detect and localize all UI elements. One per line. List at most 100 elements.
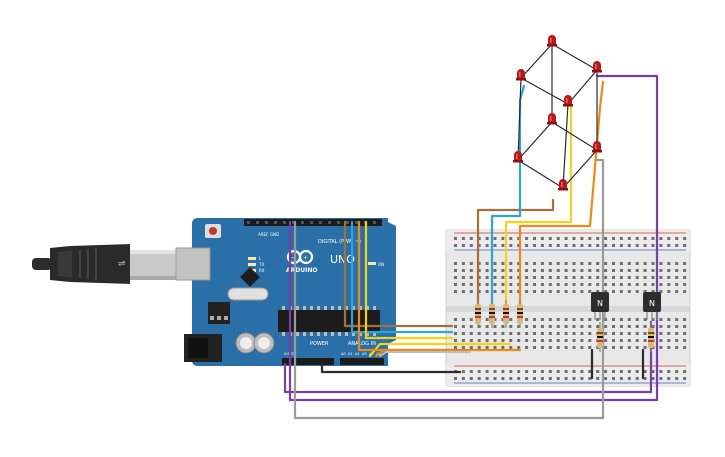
breadboard-hole[interactable] bbox=[612, 325, 615, 328]
wire-yellow[interactable] bbox=[368, 342, 512, 358]
breadboard-hole[interactable] bbox=[659, 237, 663, 240]
breadboard-hole[interactable] bbox=[533, 370, 536, 373]
npn-transistor[interactable]: N bbox=[643, 292, 661, 320]
breadboard-hole[interactable] bbox=[588, 283, 592, 286]
breadboard-hole[interactable] bbox=[517, 370, 521, 373]
breadboard-hole[interactable] bbox=[619, 290, 623, 293]
red-led[interactable] bbox=[547, 113, 557, 125]
breadboard-hole[interactable] bbox=[643, 339, 647, 342]
resistor[interactable] bbox=[517, 300, 523, 328]
breadboard-hole[interactable] bbox=[627, 283, 631, 286]
breadboard-hole[interactable] bbox=[580, 262, 584, 265]
breadboard-hole[interactable] bbox=[509, 318, 513, 321]
breadboard-hole[interactable] bbox=[683, 346, 687, 349]
breadboard-hole[interactable] bbox=[619, 318, 623, 321]
breadboard-hole[interactable] bbox=[572, 318, 576, 321]
breadboard-hole[interactable] bbox=[596, 237, 600, 240]
breadboard-hole[interactable] bbox=[517, 325, 521, 328]
breadboard-hole[interactable] bbox=[643, 237, 647, 240]
breadboard-hole[interactable] bbox=[643, 332, 647, 335]
breadboard-hole[interactable] bbox=[604, 290, 608, 293]
breadboard-hole[interactable] bbox=[533, 377, 536, 380]
breadboard-hole[interactable] bbox=[675, 325, 679, 328]
breadboard-hole[interactable] bbox=[485, 269, 489, 272]
breadboard-hole[interactable] bbox=[683, 262, 687, 265]
breadboard-hole[interactable] bbox=[548, 262, 552, 265]
breadboard-hole[interactable] bbox=[596, 244, 600, 247]
breadboard-hole[interactable] bbox=[548, 346, 552, 349]
breadboard-hole[interactable] bbox=[643, 244, 647, 247]
breadboard-holes[interactable] bbox=[454, 237, 687, 380]
breadboard-hole[interactable] bbox=[627, 269, 631, 272]
breadboard-hole[interactable] bbox=[667, 318, 671, 321]
breadboard-hole[interactable] bbox=[501, 276, 505, 279]
breadboard-hole[interactable] bbox=[548, 283, 552, 286]
breadboard-hole[interactable] bbox=[564, 283, 568, 286]
breadboard-hole[interactable] bbox=[588, 370, 592, 373]
breadboard-hole[interactable] bbox=[454, 283, 457, 286]
red-led[interactable] bbox=[513, 151, 523, 163]
breadboard-hole[interactable] bbox=[580, 332, 584, 335]
breadboard-hole[interactable] bbox=[572, 290, 576, 293]
breadboard-hole[interactable] bbox=[659, 318, 663, 321]
breadboard-hole[interactable] bbox=[675, 262, 679, 265]
wire-black[interactable] bbox=[320, 362, 462, 374]
breadboard-hole[interactable] bbox=[604, 283, 608, 286]
breadboard-hole[interactable] bbox=[533, 244, 536, 247]
breadboard-hole[interactable] bbox=[477, 325, 481, 328]
breadboard-hole[interactable] bbox=[619, 237, 623, 240]
analog-header[interactable] bbox=[340, 358, 384, 365]
breadboard-hole[interactable] bbox=[493, 332, 497, 335]
breadboard-hole[interactable] bbox=[643, 377, 647, 380]
breadboard-hole[interactable] bbox=[509, 283, 513, 286]
breadboard-hole[interactable] bbox=[540, 262, 544, 265]
breadboard-hole[interactable] bbox=[556, 262, 560, 265]
breadboard-hole[interactable] bbox=[540, 377, 544, 380]
breadboard-hole[interactable] bbox=[572, 244, 576, 247]
breadboard-hole[interactable] bbox=[627, 318, 631, 321]
breadboard-hole[interactable] bbox=[604, 237, 608, 240]
breadboard-hole[interactable] bbox=[619, 283, 623, 286]
breadboard-hole[interactable] bbox=[612, 290, 615, 293]
breadboard-hole[interactable] bbox=[596, 377, 600, 380]
breadboard-hole[interactable] bbox=[588, 346, 592, 349]
breadboard-hole[interactable] bbox=[517, 290, 521, 293]
breadboard-hole[interactable] bbox=[675, 346, 679, 349]
breadboard-hole[interactable] bbox=[580, 325, 584, 328]
breadboard-hole[interactable] bbox=[454, 332, 457, 335]
resistor[interactable] bbox=[648, 322, 654, 352]
breadboard-hole[interactable] bbox=[461, 332, 465, 335]
breadboard-hole[interactable] bbox=[525, 370, 529, 373]
breadboard-hole[interactable] bbox=[501, 377, 505, 380]
breadboard-hole[interactable] bbox=[485, 237, 489, 240]
breadboard-hole[interactable] bbox=[461, 276, 465, 279]
wire-purple[interactable] bbox=[288, 74, 659, 402]
breadboard-hole[interactable] bbox=[651, 262, 655, 265]
power-header[interactable] bbox=[282, 358, 334, 365]
breadboard-hole[interactable] bbox=[533, 276, 536, 279]
breadboard-hole[interactable] bbox=[454, 262, 457, 265]
breadboard-hole[interactable] bbox=[548, 318, 552, 321]
breadboard-hole[interactable] bbox=[564, 237, 568, 240]
breadboard-hole[interactable] bbox=[643, 346, 647, 349]
breadboard-hole[interactable] bbox=[564, 244, 568, 247]
breadboard-hole[interactable] bbox=[454, 339, 457, 342]
breadboard-hole[interactable] bbox=[619, 339, 623, 342]
breadboard-hole[interactable] bbox=[651, 244, 655, 247]
breadboard-hole[interactable] bbox=[580, 244, 584, 247]
breadboard-hole[interactable] bbox=[540, 276, 544, 279]
breadboard-hole[interactable] bbox=[533, 325, 536, 328]
breadboard-hole[interactable] bbox=[564, 269, 568, 272]
breadboard-hole[interactable] bbox=[509, 346, 513, 349]
breadboard-hole[interactable] bbox=[477, 269, 481, 272]
breadboard-hole[interactable] bbox=[564, 332, 568, 335]
breadboard-hole[interactable] bbox=[596, 262, 600, 265]
breadboard-hole[interactable] bbox=[509, 262, 513, 265]
breadboard-hole[interactable] bbox=[564, 370, 568, 373]
breadboard-hole[interactable] bbox=[493, 276, 497, 279]
breadboard-hole[interactable] bbox=[588, 377, 592, 380]
arduino-uno-board[interactable]: AREF GND DIGITAL (PWM ~) − + ARDUINO UNO… bbox=[175, 218, 396, 366]
breadboard-hole[interactable] bbox=[485, 339, 489, 342]
breadboard-hole[interactable] bbox=[596, 269, 600, 272]
breadboard-hole[interactable] bbox=[683, 339, 687, 342]
